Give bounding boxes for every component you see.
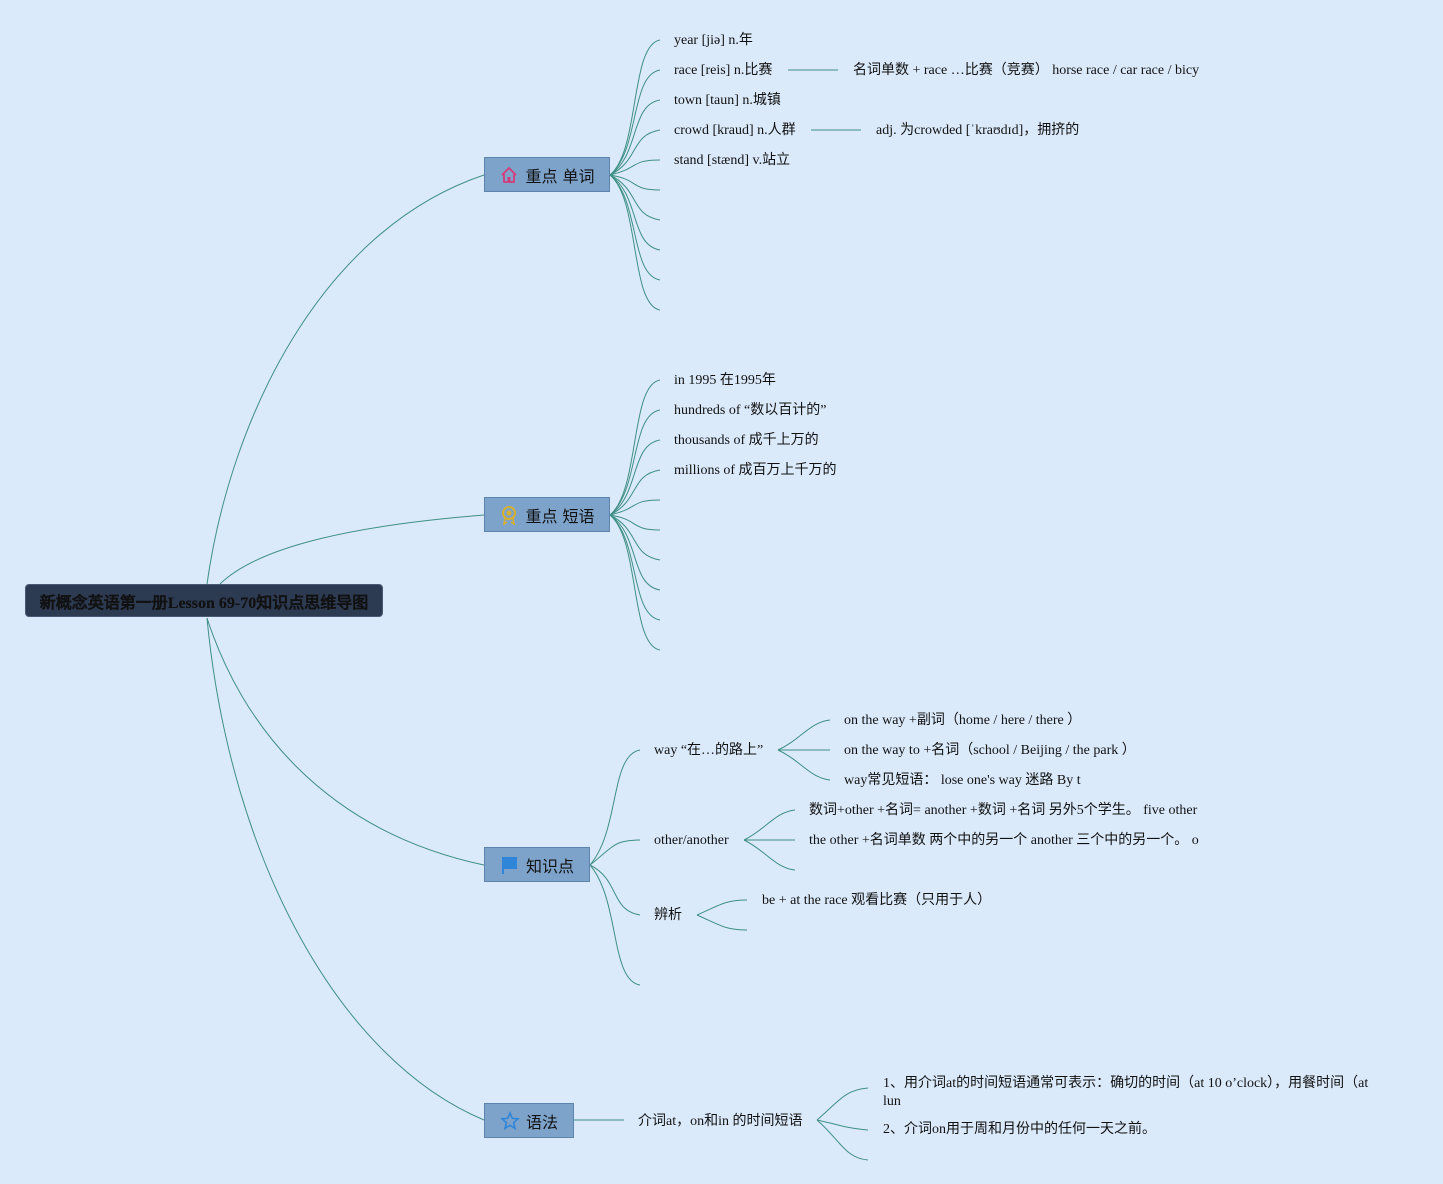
other-item[interactable]: 数词+other +名词= another +数词 +名词 另外5个学生。 fi… bbox=[809, 803, 1198, 818]
medal-icon bbox=[499, 505, 519, 525]
phrase-item[interactable]: hundreds of “数以百计的” bbox=[674, 403, 827, 418]
root-topic-label: 新概念英语第一册Lesson 69-70知识点思维导图 bbox=[39, 594, 369, 612]
analysis-item[interactable]: be + at the race 观看比赛（只用于人） bbox=[762, 893, 992, 908]
word-item[interactable]: race [reis] n.比赛 bbox=[674, 63, 773, 78]
branch-grammar-label: 语法 bbox=[525, 1112, 558, 1132]
word-item[interactable]: stand [stænd] v.站立 bbox=[674, 153, 791, 168]
word-item[interactable]: town [taun] n.城镇 bbox=[674, 93, 781, 108]
word-item[interactable]: year [jiə] n.年 bbox=[674, 33, 753, 48]
star-icon bbox=[499, 1110, 520, 1131]
branch-key-words-label: 重点 单词 bbox=[525, 166, 595, 186]
other-topic[interactable]: other/another bbox=[654, 833, 729, 848]
way-item[interactable]: way常见短语： lose one's way 迷路 By t bbox=[844, 773, 1081, 788]
way-item[interactable]: on the way +副词（home / here / there ） bbox=[844, 713, 1082, 728]
edge-root-points bbox=[206, 617, 485, 866]
analysis-topic[interactable]: 辨析 bbox=[654, 908, 682, 923]
home-icon bbox=[499, 165, 519, 185]
edge-root-grammar bbox=[206, 617, 485, 1121]
phrase-item[interactable]: thousands of 成千上万的 bbox=[674, 433, 819, 448]
branch-grammar[interactable]: 语法 bbox=[484, 1103, 574, 1138]
word-item[interactable]: crowd [kraud] n.人群 bbox=[674, 123, 796, 138]
grammar-topic[interactable]: 介词at，on和in 的时间短语 bbox=[638, 1114, 803, 1129]
grammar-item[interactable]: 1、用介词at的时间短语通常可表示：确切的时间（at 10 o’clock），用… bbox=[883, 1076, 1369, 1109]
phrase-item[interactable]: in 1995 在1995年 bbox=[674, 373, 776, 388]
edge-root-words bbox=[206, 174, 485, 585]
branch-knowledge-points[interactable]: 知识点 bbox=[484, 847, 590, 882]
branch-key-phrases[interactable]: 重点 短语 bbox=[484, 497, 610, 532]
phrase-item[interactable]: millions of 成百万上千万的 bbox=[674, 463, 837, 478]
crowd-detail[interactable]: adj. 为crowded [ˈkraʊdɪd]，拥挤的 bbox=[876, 123, 1080, 138]
grammar-item[interactable]: 2、介词on用于周和月份中的任何一天之前。 bbox=[883, 1122, 1156, 1137]
race-detail[interactable]: 名词单数 + race …比赛（竞赛） horse race / car rac… bbox=[853, 63, 1200, 78]
branch-key-words[interactable]: 重点 单词 bbox=[484, 157, 610, 192]
branch-key-phrases-label: 重点 短语 bbox=[525, 506, 595, 526]
edge-root-phrases bbox=[219, 514, 485, 585]
other-item[interactable]: the other +名词单数 两个中的另一个 another 三个中的另一个。… bbox=[809, 833, 1199, 848]
root-topic[interactable]: 新概念英语第一册Lesson 69-70知识点思维导图 bbox=[25, 584, 383, 617]
branch-knowledge-points-label: 知识点 bbox=[525, 856, 574, 876]
way-topic[interactable]: way “在…的路上” bbox=[654, 743, 764, 758]
way-item[interactable]: on the way to +名词（school / Beijing / the… bbox=[844, 743, 1136, 758]
flag-icon bbox=[500, 855, 520, 875]
